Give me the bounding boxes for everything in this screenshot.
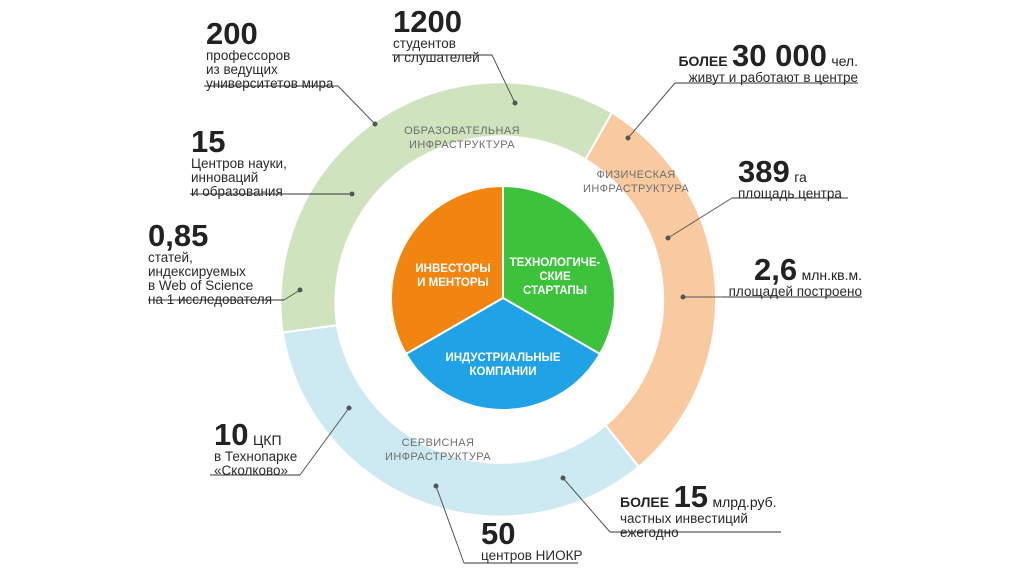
education-label-line2: ИНФРАСТРУКТУРА: [409, 139, 515, 151]
stat-professors-number: 200: [206, 16, 258, 51]
stat-investments: БОЛЕЕ 15 млрд.руб. частных инвестиций еж…: [620, 481, 777, 540]
stat-residents-prefix: БОЛЕЕ: [678, 53, 728, 69]
service-label-line2: ИНФРАСТРУКТУРА: [385, 451, 491, 463]
stat-centers-number: 15: [191, 124, 226, 159]
stat-ckp-number: 10: [214, 417, 249, 452]
stat-centers: 15 Центров науки, инноваций и образовани…: [191, 126, 287, 199]
stat-professors-line3: университетов мира: [206, 76, 334, 91]
stat-investments-unit: млрд.руб.: [712, 494, 777, 510]
physical-label-line1: ФИЗИЧЕСКАЯ: [596, 169, 675, 181]
stat-area-line1: площадь центра: [738, 186, 842, 201]
stat-articles-line4: на 1 исследователя: [148, 292, 272, 307]
stat-centers-line1: Центров науки,: [191, 156, 287, 171]
investors-label-line2: И МЕНТОРЫ: [417, 277, 489, 289]
stat-ckp-line1: в Технопарке: [214, 449, 298, 464]
physical-infrastructure-segment: [584, 111, 717, 469]
stat-students-line2: и слушателей: [393, 50, 480, 65]
stat-area-number: 389: [738, 154, 790, 189]
stat-students-line1: студентов: [393, 36, 456, 51]
stat-built-number: 2,6: [754, 252, 798, 287]
investors-label-line1: ИНВЕСТОРЫ: [415, 263, 490, 275]
stat-residents: БОЛЕЕ 30 000 чел. живут и работают в цен…: [672, 40, 858, 85]
stat-residents-number: 30 000: [732, 38, 827, 73]
stat-residents-unit: чел.: [831, 53, 858, 69]
stat-area: 389 га площадь центра: [738, 156, 842, 201]
startups-label-line3: СТАРТАПЫ: [523, 285, 587, 297]
stat-articles: 0,85 статей, индексируемых в Web of Scie…: [148, 220, 272, 307]
stat-articles-line1: статей,: [148, 250, 193, 265]
stat-articles-line2: индексируемых: [148, 264, 246, 279]
companies-label-line2: КОМПАНИИ: [470, 366, 537, 378]
education-label-line1: ОБРАЗОВАТЕЛЬНАЯ: [404, 125, 520, 137]
stat-professors-line1: профессоров: [206, 48, 291, 63]
stat-students: 1200 студентов и слушателей: [393, 6, 480, 65]
stat-investments-number: 15: [673, 479, 709, 514]
physical-label-line2: ИНФРАСТРУКТУРА: [583, 183, 689, 195]
stat-built: 2,6 млн.кв.м. площадей построено: [708, 254, 862, 299]
stat-built-line1: площадей построено: [728, 284, 862, 299]
investors-mentors-slice: [390, 184, 504, 356]
startups-label-line2: СКИЕ: [539, 271, 571, 283]
stat-centers-line2: инноваций: [191, 170, 259, 185]
tech-startups-slice: [502, 184, 616, 356]
companies-label-line1: ИНДУСТРИАЛЬНЫЕ: [445, 352, 560, 364]
stat-ckp-line2: «Сколково»: [214, 463, 289, 478]
stat-investments-line1: частных инвестиций: [620, 511, 748, 526]
stat-niokr-number: 50: [481, 516, 516, 551]
stat-investments-line2: ежегодно: [620, 525, 679, 540]
stat-centers-line3: и образования: [191, 184, 283, 199]
startups-label-line1: ТЕХНОЛОГИЧЕ-: [510, 257, 601, 269]
stat-articles-number: 0,85: [148, 218, 209, 253]
stat-professors: 200 профессоров из ведущих университетов…: [206, 18, 333, 91]
stat-ckp-unit: ЦКП: [252, 432, 282, 448]
stat-built-unit: млн.кв.м.: [801, 267, 862, 283]
service-label-line1: СЕРВИСНАЯ: [402, 437, 475, 449]
leader-lines: [148, 54, 862, 564]
service-infrastructure-segment: [281, 324, 641, 518]
stat-niokr-line1: центров НИОКР: [481, 548, 583, 563]
stat-investments-prefix: БОЛЕЕ: [620, 494, 670, 510]
stat-area-unit: га: [794, 169, 807, 185]
stat-professors-line2: из ведущих: [206, 62, 278, 77]
industrial-companies-slice: [404, 296, 602, 411]
stat-articles-line3: в Web of Science: [148, 278, 254, 293]
education-infrastructure-segment: [279, 81, 614, 334]
stat-residents-line1: живут и работают в центре: [688, 70, 858, 85]
stat-niokr: 50 центров НИОКР: [481, 518, 583, 563]
stat-ckp: 10 ЦКП в Технопарке «Сколково»: [214, 419, 297, 478]
stat-students-number: 1200: [393, 4, 462, 39]
